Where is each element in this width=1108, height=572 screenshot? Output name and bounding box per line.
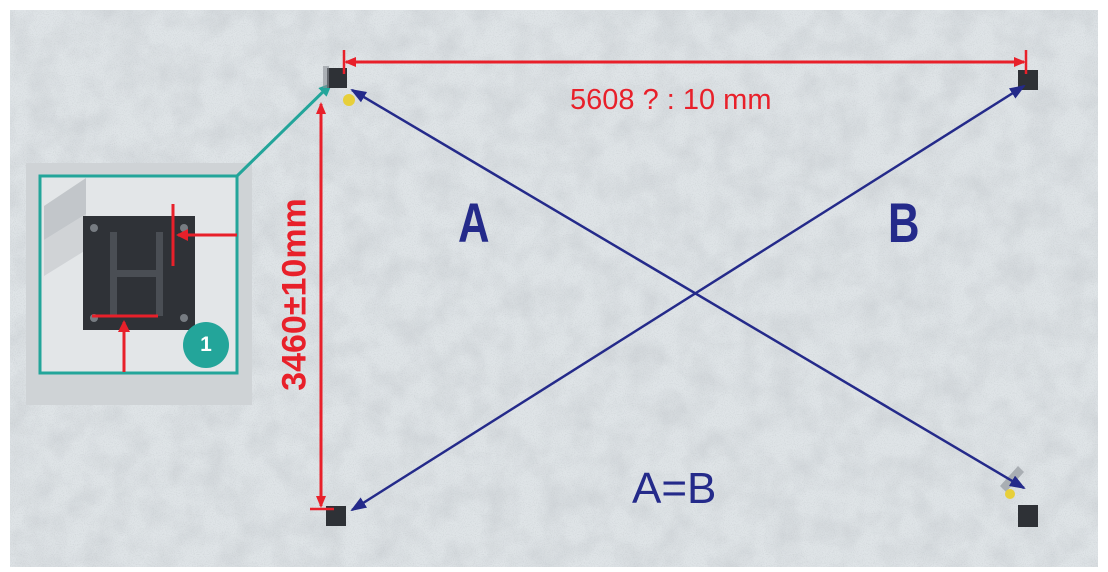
detail-badge-icon: 1: [183, 322, 229, 368]
height-dimension-label: 3460±10mm: [275, 198, 314, 391]
diagonal-a-label: A: [458, 191, 490, 254]
diagonal-b-label: B: [888, 191, 920, 254]
width-dimension-label: 5608 ? : 10 mm: [570, 84, 772, 116]
anchor-plate-icon: [83, 216, 195, 330]
corner-plate-bottom-left: [326, 506, 346, 526]
diagonal-b-line: [350, 84, 1026, 512]
equality-label: A=B: [632, 464, 717, 513]
